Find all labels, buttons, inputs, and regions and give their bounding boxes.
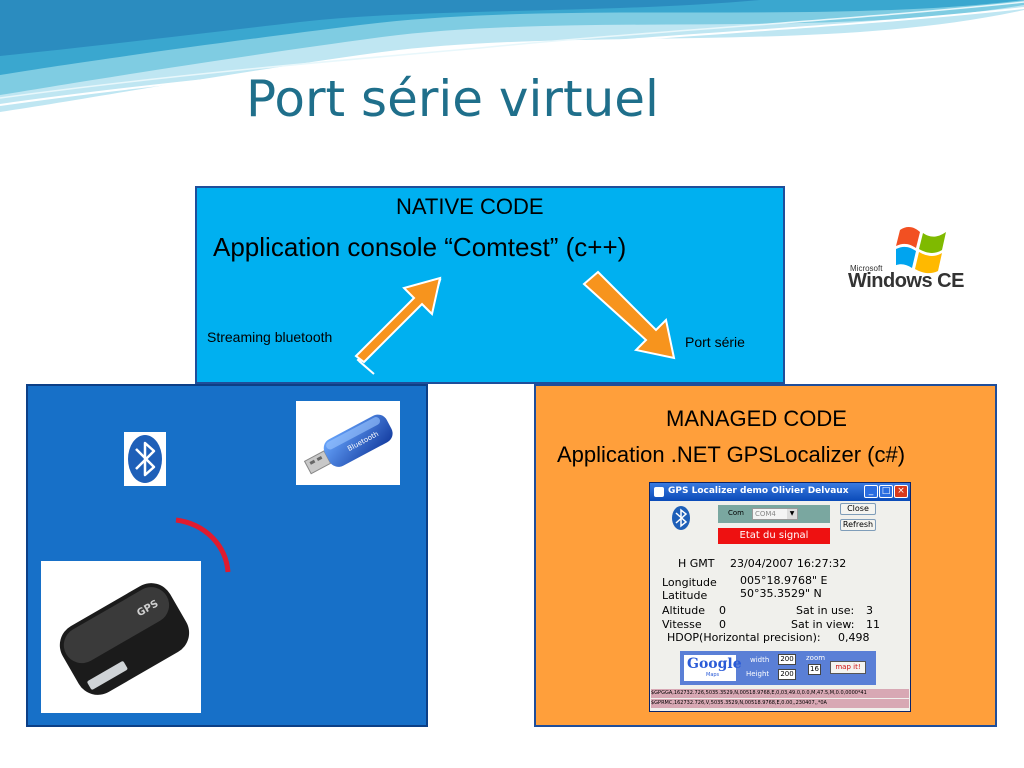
google-maps-subtext: Maps: [706, 672, 720, 678]
native-code-heading: NATIVE CODE: [396, 194, 544, 219]
vitesse-value: 0: [719, 618, 726, 631]
nmea-line-1: $GPGGA,162732.726,5035.3529,N,00518.9768…: [651, 689, 909, 698]
sat-in-view-value: 11: [866, 618, 880, 631]
windows-brand-text: Microsoft: [850, 264, 883, 273]
com-label: Com: [728, 509, 744, 517]
arrow-down-icon: [582, 270, 676, 360]
map-it-button[interactable]: map it!: [830, 661, 866, 674]
app-icon: [654, 487, 664, 497]
com-select-value: COM4: [755, 510, 776, 518]
zoom-label: zoom: [806, 654, 826, 662]
windows-flag-icon: [896, 226, 946, 274]
maximize-button[interactable]: □: [879, 485, 893, 498]
port-serie-label: Port série: [685, 334, 745, 350]
sat-in-use-label: Sat in use:: [796, 604, 855, 617]
chevron-down-icon: ▼: [787, 509, 797, 519]
gps-device-image: GPS: [41, 561, 201, 713]
height-input[interactable]: 200: [778, 669, 796, 680]
native-code-box: NATIVE CODE Application console “Comtest…: [195, 186, 785, 384]
width-input[interactable]: 200: [778, 654, 796, 665]
zoom-input[interactable]: 16: [808, 664, 821, 675]
vitesse-label: Vitesse: [662, 618, 702, 631]
arrow-up-icon: [354, 276, 442, 375]
hdop-value: 0,498: [838, 631, 870, 644]
altitude-label: Altitude: [662, 604, 705, 617]
hgmt-label: H GMT: [678, 557, 715, 570]
window-titlebar: GPS Localizer demo Olivier Delvaux _ □ ×: [650, 483, 910, 501]
width-label: width: [750, 656, 770, 664]
hdop-label: HDOP(Horizontal precision):: [667, 631, 821, 644]
google-logo-text: Google: [687, 656, 742, 672]
bluetooth-icon: [124, 432, 166, 486]
hgmt-value: 23/04/2007 16:27:32: [730, 557, 847, 570]
window-bluetooth-icon: [672, 506, 690, 530]
managed-app-title: Application .NET GPSLocalizer (c#): [557, 442, 906, 467]
signal-arc-icon: [175, 517, 231, 573]
latitude-label: Latitude: [662, 589, 708, 602]
latitude-value: 50°35.3529" N: [740, 587, 822, 600]
streaming-bluetooth-label: Streaming bluetooth: [207, 329, 333, 345]
com-panel: Com COM4 ▼: [718, 505, 830, 523]
signal-status-indicator: Etat du signal: [718, 528, 830, 544]
header-wave-decoration: [0, 0, 1024, 112]
close-button[interactable]: Close: [840, 503, 876, 515]
refresh-button[interactable]: Refresh: [840, 519, 876, 531]
native-app-title: Application console “Comtest” (c++): [213, 232, 627, 262]
height-label: Height: [746, 670, 770, 678]
longitude-label: Longitude: [662, 576, 717, 589]
google-logo: Google Maps: [684, 655, 742, 681]
window-title: GPS Localizer demo Olivier Delvaux: [668, 486, 849, 496]
google-maps-panel: Google Maps width 200 Height 200 zoom 16…: [680, 651, 876, 685]
sat-in-view-label: Sat in view:: [791, 618, 855, 631]
longitude-value: 005°18.9768" E: [740, 574, 828, 587]
windows-product-text: Windows CE: [848, 270, 964, 292]
slide-title: Port série virtuel: [246, 70, 659, 128]
nmea-line-2: $GPRMC,162732.726,V,5035.3529,N,00518.97…: [651, 699, 909, 708]
bluetooth-dongle-image: Bluetooth: [296, 401, 400, 485]
minimize-button[interactable]: _: [864, 485, 878, 498]
close-window-button[interactable]: ×: [894, 485, 908, 498]
gps-localizer-window: GPS Localizer demo Olivier Delvaux _ □ ×…: [649, 482, 911, 712]
managed-code-heading: MANAGED CODE: [666, 406, 847, 431]
sat-in-use-value: 3: [866, 604, 873, 617]
altitude-value: 0: [719, 604, 726, 617]
com-select[interactable]: COM4 ▼: [752, 508, 798, 520]
windows-ce-logo: Microsoft Windows CE: [848, 222, 980, 296]
